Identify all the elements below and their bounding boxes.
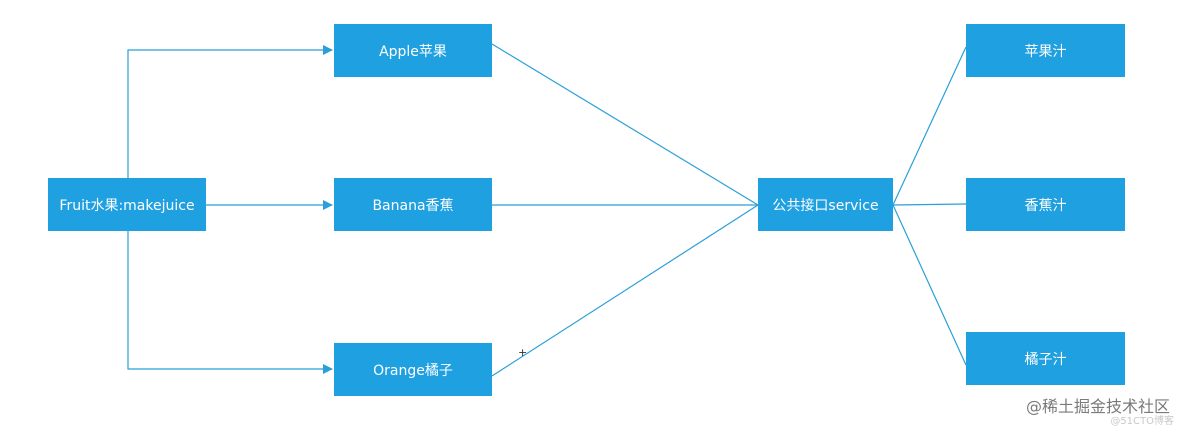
node-service[interactable]: 公共接口service xyxy=(758,178,893,231)
node-apple[interactable]: Apple苹果 xyxy=(334,24,492,77)
line-service-to-banana-juice xyxy=(892,203,967,206)
arrow-fruit-to-orange xyxy=(127,231,333,374)
node-fruit[interactable]: Fruit水果:makejuice xyxy=(48,178,206,231)
watermark-main: @稀土掘金技术社区 xyxy=(1025,397,1170,416)
line-orange-to-service xyxy=(491,204,759,377)
node-banana-label: Banana香蕉 xyxy=(372,197,454,214)
line-service-to-orange-juice xyxy=(892,204,967,366)
node-apple-label: Apple苹果 xyxy=(379,43,447,60)
node-orange[interactable]: Orange橘子 xyxy=(334,343,492,396)
node-orange-label: Orange橘子 xyxy=(373,362,453,379)
node-banana[interactable]: Banana香蕉 xyxy=(334,178,492,231)
node-apple-juice[interactable]: 苹果汁 xyxy=(966,24,1125,77)
node-orange-juice-label: 橘子汁 xyxy=(1024,351,1067,368)
watermark-sub: @51CTO博客 xyxy=(1110,416,1174,427)
line-service-to-apple-juice xyxy=(892,46,967,206)
node-apple-juice-label: 苹果汁 xyxy=(1024,43,1067,60)
node-service-label: 公共接口service xyxy=(772,197,879,214)
node-orange-juice[interactable]: 橘子汁 xyxy=(966,332,1125,385)
node-fruit-label: Fruit水果:makejuice xyxy=(59,197,195,214)
line-apple-to-service xyxy=(491,43,759,206)
arrow-fruit-to-apple xyxy=(127,45,333,178)
node-banana-juice[interactable]: 香蕉汁 xyxy=(966,178,1125,231)
node-banana-juice-label: 香蕉汁 xyxy=(1024,197,1067,214)
cursor-crosshair-icon: + xyxy=(518,346,528,359)
